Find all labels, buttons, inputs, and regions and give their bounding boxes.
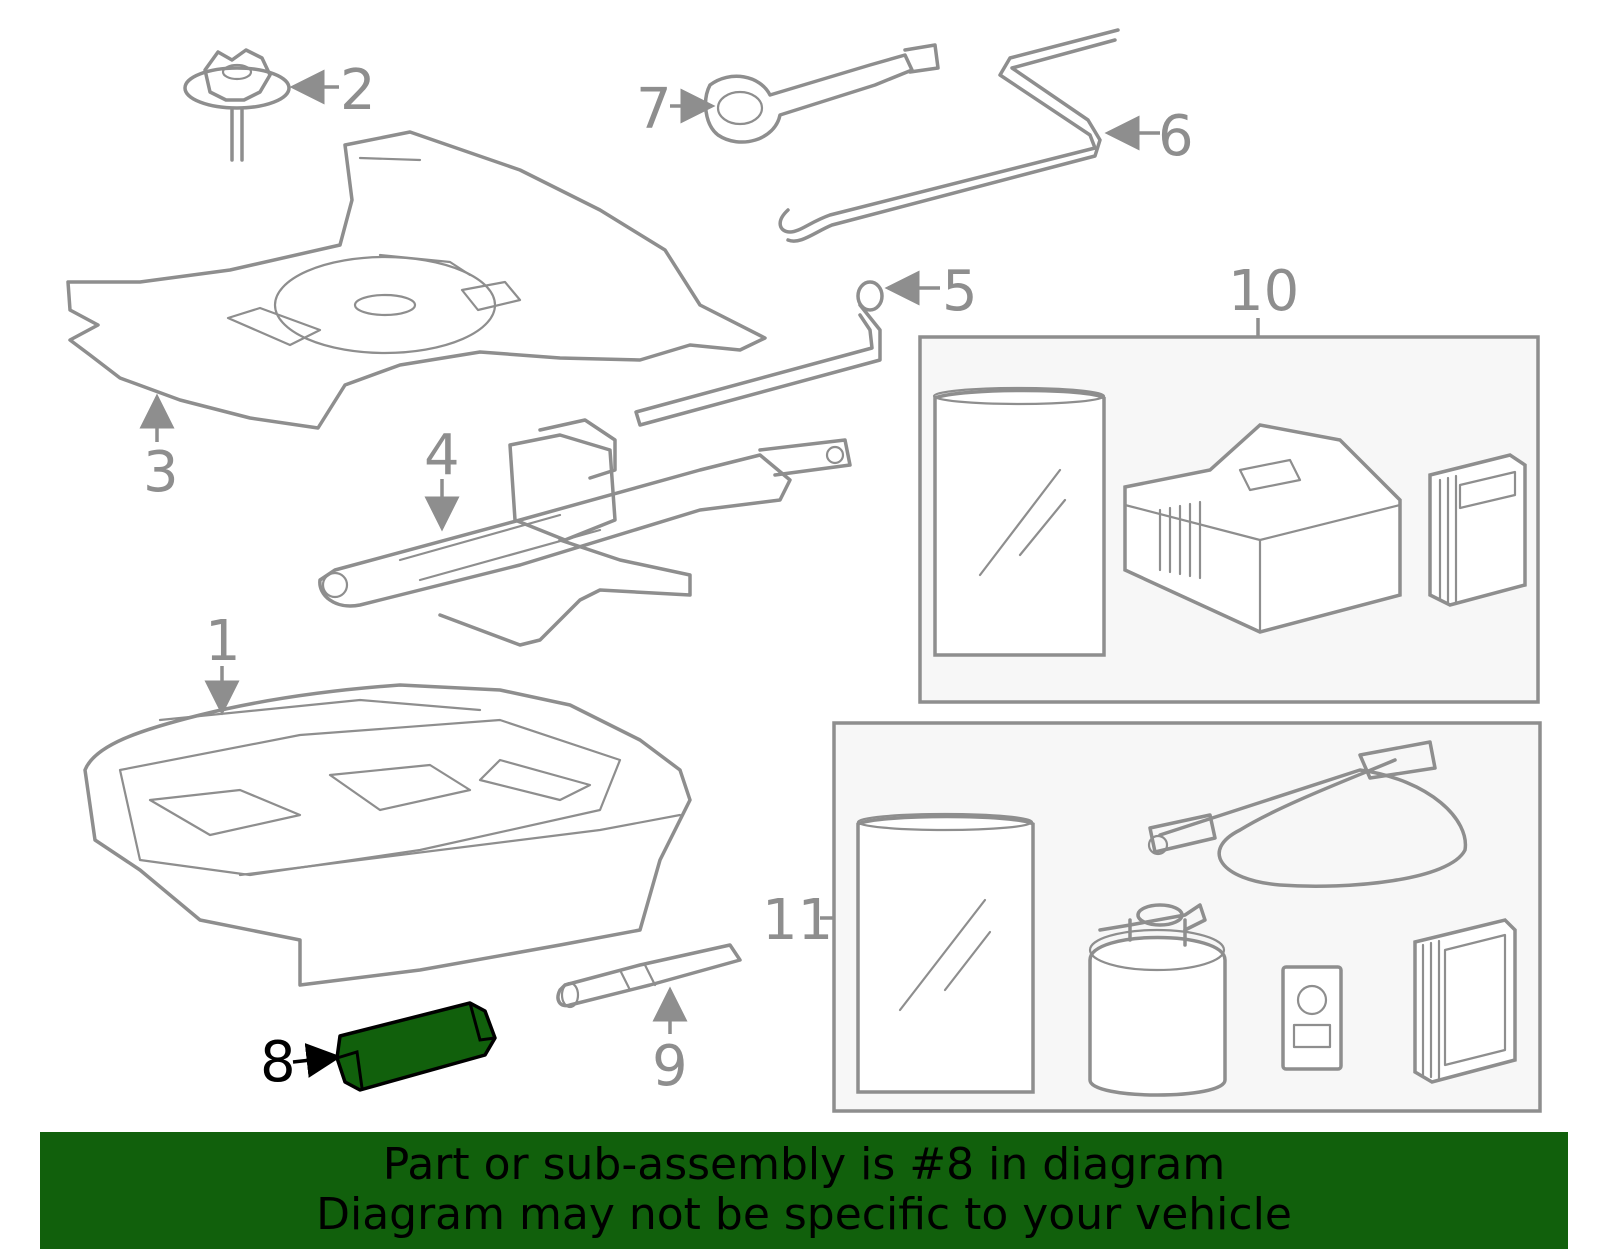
part-6-jack-handle	[778, 28, 1120, 243]
part-5-extension-bar	[634, 280, 884, 427]
callout-3: 3	[143, 440, 179, 505]
leader-8	[292, 1043, 342, 1078]
part-4-scissor-jack	[318, 418, 852, 647]
callout-7: 7	[636, 77, 672, 142]
info-banner: Part or sub-assembly is #8 in diagram Di…	[40, 1132, 1568, 1249]
callout-1: 1	[205, 609, 241, 674]
callout-9: 9	[652, 1034, 688, 1099]
callout-5: 5	[942, 259, 978, 324]
part-3-floor-cover	[66, 130, 767, 430]
part-2-hold-down-knob	[183, 48, 291, 162]
callout-6: 6	[1158, 104, 1194, 169]
box-11-kit	[832, 721, 1542, 1113]
callout-2: 2	[340, 58, 376, 123]
banner-line-1: Part or sub-assembly is #8 in diagram	[382, 1139, 1226, 1190]
part-8-highlighted	[335, 1001, 497, 1092]
callout-4: 4	[424, 423, 460, 488]
banner-line-2: Diagram may not be specific to your vehi…	[316, 1189, 1292, 1240]
part-9-adapter	[556, 943, 742, 1009]
callout-8: 8	[260, 1030, 296, 1095]
box-10-kit	[918, 335, 1540, 704]
part-1-tool-tray	[83, 683, 692, 987]
part-7-wrench	[703, 43, 940, 144]
callout-10: 10	[1228, 259, 1299, 324]
callout-11: 11	[762, 888, 833, 953]
